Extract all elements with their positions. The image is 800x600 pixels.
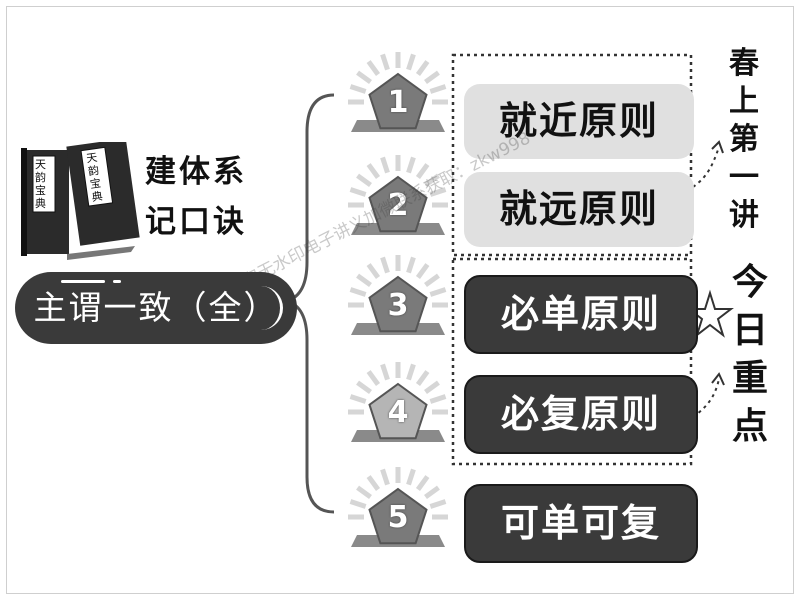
number-badge-5: 5: [343, 465, 453, 565]
side-top-char: 第: [729, 122, 759, 157]
side-label-top: 春 上 第 一 讲: [719, 45, 769, 235]
rule-box-4: 必复原则: [464, 375, 698, 454]
rule-box-3: 必单原则: [464, 275, 698, 354]
badge-number: 5: [387, 500, 409, 535]
side-top-char: 春: [729, 46, 759, 81]
badge-number: 3: [387, 288, 409, 323]
side-bottom-char: 日: [731, 310, 768, 351]
dotted-group-bottom: [451, 257, 693, 466]
main-topic-label: 主谓一致（全）: [33, 288, 279, 327]
book-icon: 天韵宝典 天韵宝典: [17, 138, 142, 266]
rule-label-2: 就远原则: [498, 187, 659, 231]
rule-label-1: 就近原则: [498, 99, 659, 143]
rule-label-3: 必单原则: [500, 292, 661, 336]
rule-label-4: 必复原则: [500, 392, 661, 436]
rule-box-2: 就远原则: [464, 172, 694, 247]
main-topic: 主谓一致（全）: [15, 272, 297, 344]
number-badge-3: 3: [343, 253, 453, 353]
side-bottom-char: 重: [731, 358, 768, 399]
dotted-group-top: [451, 53, 693, 257]
rule-box-5: 可单可复: [464, 484, 698, 563]
side-bottom-char: 今: [731, 262, 768, 303]
number-badge-2: 2: [343, 153, 453, 253]
side-top-char: 上: [729, 84, 759, 119]
rule-label-5: 可单可复: [500, 501, 661, 545]
mnemonic-text: 建体系 记口诀: [145, 147, 285, 247]
number-badge-1: 1: [343, 50, 453, 150]
book-label-left: 天韵宝典: [35, 158, 46, 210]
side-top-char: 讲: [729, 198, 759, 233]
mnemonic-line-2: 记口诀: [145, 204, 247, 240]
badge-number: 1: [387, 85, 409, 120]
number-badge-4: 4: [343, 360, 453, 460]
badge-number: 2: [387, 188, 409, 223]
rule-box-1: 就近原则: [464, 84, 694, 159]
mnemonic-line-1: 建体系: [145, 154, 247, 190]
badge-number: 4: [387, 395, 409, 430]
mind-map-slide: 1 2 3 4 5 天韵宝典 天韵宝典 建体系 记口诀 主谓一致（全） 就近原则 就远原…: [6, 6, 794, 594]
side-bottom-char: 点: [731, 406, 768, 447]
side-label-bottom: 今 日 重 点: [723, 259, 777, 451]
side-top-char: 一: [729, 160, 759, 195]
